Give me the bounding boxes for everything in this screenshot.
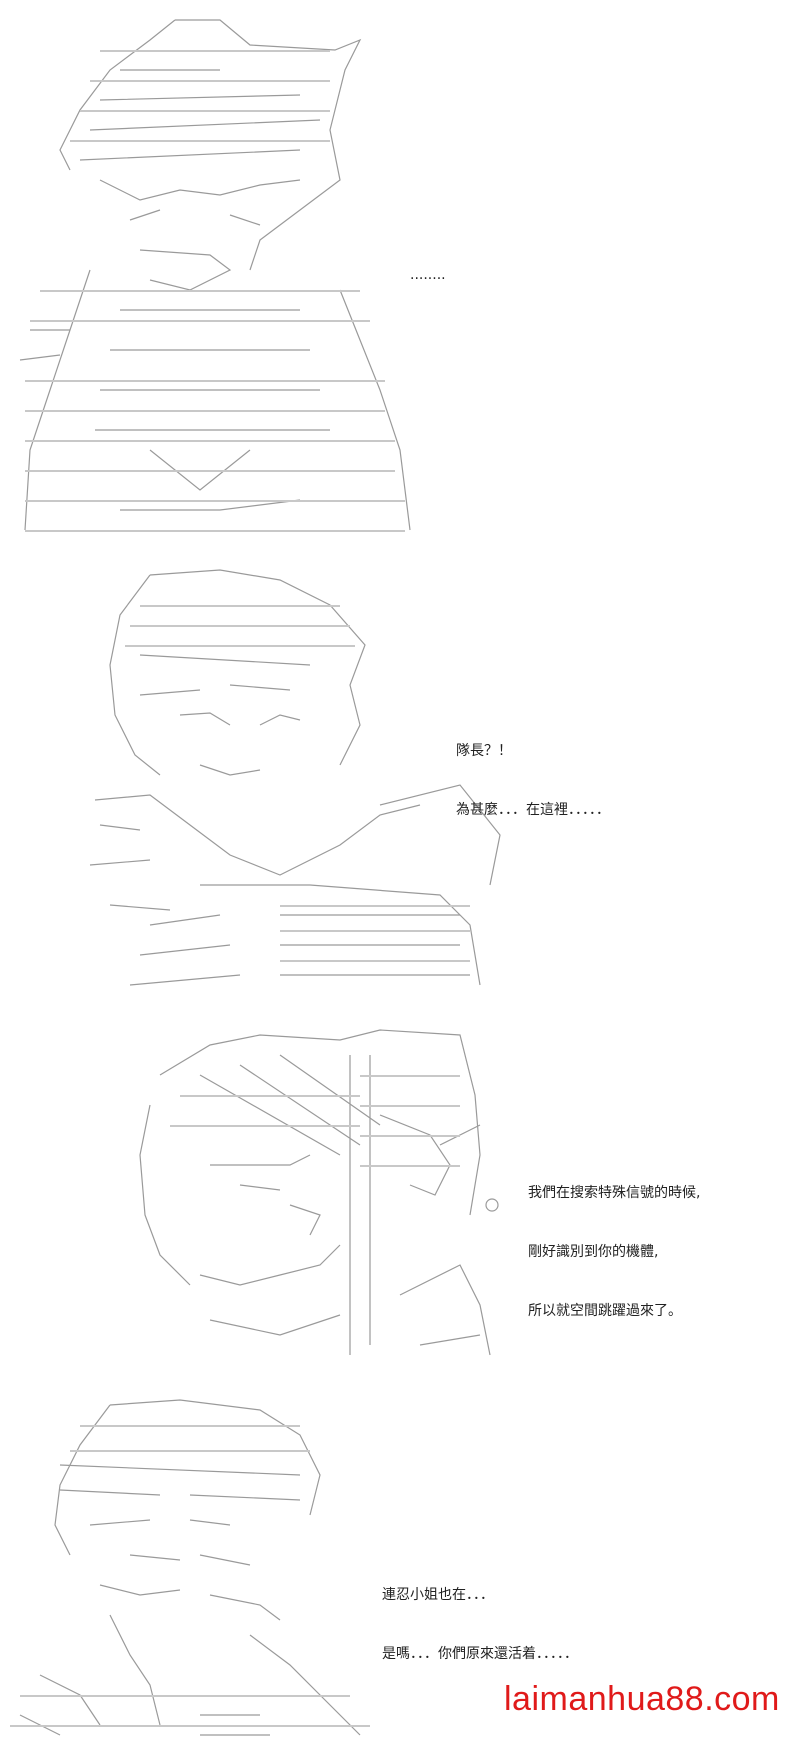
dialog-panel-4: 連忍小姐也在．．． 是嗎．．．你們原來還活着．．．．．: [382, 1560, 578, 1706]
panel-4: 連忍小姐也在．．． 是嗎．．．你們原來還活着．．．．．: [0, 1380, 800, 1753]
watermark-text: laimanhua88.com: [504, 1680, 780, 1718]
dialog-line: 所以就空間跳躍過來了。: [528, 1303, 682, 1319]
ascii-art-figure-3: [80, 1015, 540, 1375]
dialog-line: 隊長？！: [456, 743, 512, 759]
panel-2: 隊長？！ 為甚麼．．．在這裡．．．．．: [0, 560, 800, 1000]
dialog-line: 是嗎．．．你們原來還活着．．．．．: [382, 1646, 578, 1662]
ascii-art-figure-4: [0, 1395, 380, 1745]
dialog-line: 剛好識別到你的機體,: [528, 1244, 659, 1260]
dialog-line: 我們在搜索特殊信號的時候,: [528, 1185, 701, 1201]
panel-1: ........: [0, 0, 800, 560]
dialog-panel-3: 我們在搜索特殊信號的時候, 剛好識別到你的機體, 所以就空間跳躍過來了。: [528, 1158, 700, 1363]
panel-3: 我們在搜索特殊信號的時候, 剛好識別到你的機體, 所以就空間跳躍過來了。: [0, 1000, 800, 1380]
dialog-line: ........: [410, 267, 446, 283]
dialog-panel-2: 隊長？！ 為甚麼．．．在這裡．．．．．: [456, 716, 610, 862]
dialog-line: 連忍小姐也在．．．: [382, 1587, 494, 1603]
dialog-panel-1: ........: [410, 240, 446, 327]
ascii-art-figure-1: [0, 10, 420, 550]
dialog-line: 為甚麼．．．在這裡．．．．．: [456, 802, 610, 818]
ascii-art-figure-2: [80, 565, 520, 995]
